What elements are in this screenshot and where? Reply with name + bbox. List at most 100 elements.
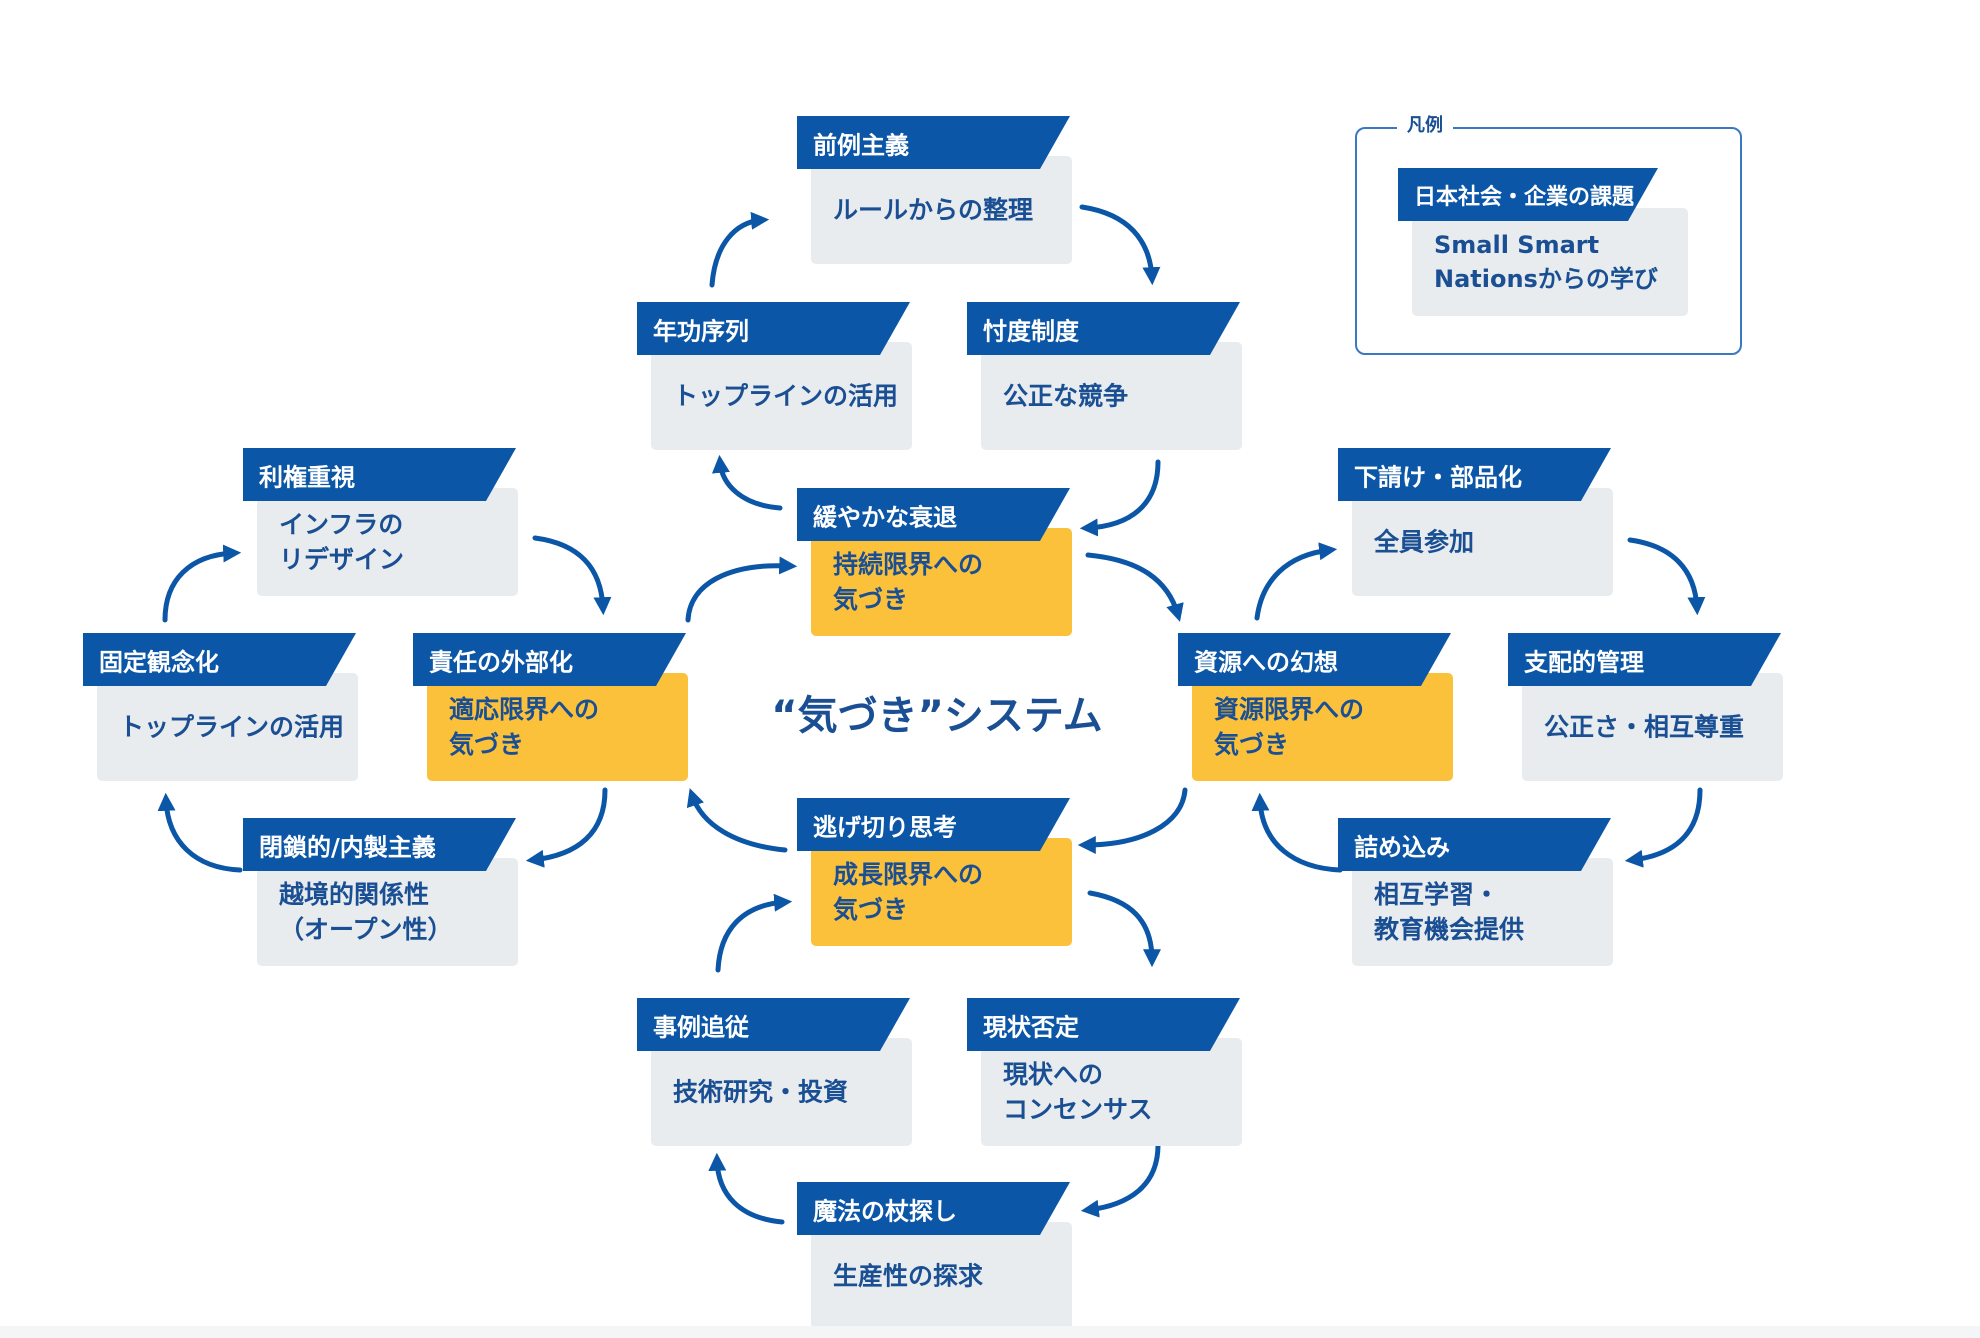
arrow-hub-bottom-to-left — [686, 788, 788, 853]
arrow-top-1 — [709, 211, 770, 288]
node-right-3: 相互学習・ 教育機会提供 詰め込み — [1338, 818, 1613, 966]
challenge-text: 利権重視 — [259, 463, 355, 491]
hub-top: 持続限界への 気づき 緩やかな衰退 — [797, 488, 1072, 636]
lesson-text: ルールからの整理 — [833, 195, 1034, 225]
challenge-text: 年功序列 — [653, 317, 749, 345]
challenge-header: 支配的管理 — [1508, 633, 1781, 686]
challenge-header: 前例主義 — [797, 116, 1070, 169]
lesson-box: 公正さ・相互尊重 — [1522, 673, 1783, 781]
arrow-left-4 — [157, 792, 243, 873]
footer-band — [0, 1326, 1980, 1338]
node-bottom-3: 生産性の探求 魔法の杖探し — [797, 1182, 1072, 1330]
lesson-text: 相互学習・ 教育機会提供 — [1374, 880, 1525, 944]
challenge-text: 詰め込み — [1354, 833, 1450, 861]
arrow-hub-top-to-right — [1085, 552, 1184, 622]
lesson-box: 全員参加 — [1352, 488, 1613, 596]
challenge-header: 固定観念化 — [83, 633, 356, 686]
challenge-header: 年功序列 — [637, 302, 910, 355]
node-right-1: 全員参加 下請け・部品化 — [1338, 448, 1613, 596]
arrow-right-3 — [1624, 787, 1703, 868]
arrow-left-1 — [162, 544, 242, 623]
lesson-text: トップラインの活用 — [673, 381, 899, 411]
awareness-text: 成長限界への 気づき — [833, 860, 984, 924]
lesson-box: トップラインの活用 — [97, 673, 358, 781]
lesson-box: 技術研究・投資 — [651, 1038, 912, 1146]
lesson-box: ルールからの整理 — [811, 156, 1072, 264]
legend — [1355, 127, 1742, 355]
lesson-box: トップラインの活用 — [651, 342, 912, 450]
challenge-text: 現状否定 — [983, 1013, 1079, 1041]
lesson-box: 生産性の探求 — [811, 1222, 1072, 1330]
node-bottom-2: 現状への コンセンサス 現状否定 — [967, 998, 1242, 1146]
challenge-text: 閉鎖的/内製主義 — [259, 833, 436, 861]
legend-title: 凡例 — [1397, 113, 1453, 139]
arrow-left-2 — [532, 535, 612, 616]
lesson-box: インフラの リデザイン — [257, 488, 518, 596]
arrow-left-3 — [525, 787, 608, 868]
lesson-text: 全員参加 — [1374, 527, 1475, 557]
node-top-2: ルールからの整理 前例主義 — [797, 116, 1072, 264]
lesson-text: 現状への コンセンサス — [1003, 1060, 1153, 1124]
awareness-box: 適応限界への 気づき — [427, 673, 688, 781]
lesson-text: トップラインの活用 — [119, 712, 345, 742]
challenge-header: 事例追従 — [637, 998, 910, 1051]
awareness-box: 成長限界への 気づき — [811, 838, 1072, 946]
arrow-top-2 — [1079, 204, 1161, 286]
challenge-header: 詰め込み — [1338, 818, 1611, 871]
node-left-1: インフラの リデザイン 利権重視 — [243, 448, 518, 596]
challenge-text: 忖度制度 — [983, 317, 1079, 345]
lesson-box: 現状への コンセンサス — [981, 1038, 1242, 1146]
legend-lesson-box: Small Smart Nationsからの学び — [1412, 208, 1688, 316]
awareness-box: 資源限界への 気づき — [1192, 673, 1453, 781]
node-right-2: 公正さ・相互尊重 支配的管理 — [1508, 633, 1783, 781]
awareness-text: 持続限界への 気づき — [833, 550, 984, 614]
challenge-text: 固定観念化 — [99, 648, 219, 676]
challenge-text: 緩やかな衰退 — [813, 503, 957, 531]
arrow-hub-right-to-bottom — [1077, 787, 1188, 854]
challenge-header: 責任の外部化 — [413, 633, 686, 686]
challenge-header: 現状否定 — [967, 998, 1240, 1051]
lesson-text: 生産性の探求 — [833, 1261, 984, 1291]
arrow-right-4 — [1251, 792, 1343, 873]
challenge-header: 利権重視 — [243, 448, 516, 501]
challenge-text: 下請け・部品化 — [1354, 463, 1522, 491]
arrow-bottom-3 — [1080, 1142, 1161, 1218]
lesson-box: 越境的関係性 （オープン性） — [257, 858, 518, 966]
challenge-text: 支配的管理 — [1524, 648, 1644, 676]
challenge-text: 資源への幻想 — [1194, 648, 1338, 676]
lesson-text: 公正さ・相互尊重 — [1544, 712, 1745, 742]
node-top-1: トップラインの活用 年功序列 — [637, 302, 912, 450]
lesson-text: インフラの リデザイン — [279, 510, 405, 574]
challenge-header: 逃げ切り思考 — [797, 798, 1070, 851]
arrow-right-1 — [1254, 542, 1338, 621]
challenge-header: 閉鎖的/内製主義 — [243, 818, 516, 871]
challenge-text: 魔法の杖探し — [813, 1197, 957, 1225]
lesson-text: 技術研究・投資 — [673, 1077, 849, 1107]
awareness-box: 持続限界への 気づき — [811, 528, 1072, 636]
challenge-text: 責任の外部化 — [429, 648, 573, 676]
challenge-text: 逃げ切り思考 — [813, 813, 957, 841]
arrow-top-3 — [1079, 459, 1161, 537]
arrow-bottom-2 — [1087, 890, 1161, 968]
node-left-3: 越境的関係性 （オープン性） 閉鎖的/内製主義 — [243, 818, 518, 966]
challenge-header: 魔法の杖探し — [797, 1182, 1070, 1235]
lesson-box: 公正な競争 — [981, 342, 1242, 450]
arrow-bottom-1 — [715, 893, 793, 973]
lesson-box: 相互学習・ 教育機会提供 — [1352, 858, 1613, 966]
awareness-text: 適応限界への 気づき — [449, 695, 600, 759]
challenge-text: 事例追従 — [653, 1013, 749, 1041]
challenge-header: 下請け・部品化 — [1338, 448, 1611, 501]
arrow-top-4 — [711, 454, 783, 511]
lesson-text: 越境的関係性 （オープン性） — [279, 880, 453, 944]
legend-challenge-header: 日本社会・企業の課題 — [1398, 168, 1658, 221]
center-title: “気づき”システム — [771, 693, 1103, 739]
legend-lesson-text: Small Smart Nationsからの学び — [1434, 231, 1658, 293]
lesson-text: 公正な競争 — [1003, 381, 1129, 411]
arrow-hub-left-to-top — [685, 556, 798, 623]
node-top-3: 公正な競争 忖度制度 — [967, 302, 1242, 450]
legend-challenge-text: 日本社会・企業の課題 — [1414, 184, 1635, 210]
hub-left: 適応限界への 気づき 責任の外部化 — [413, 633, 688, 781]
awareness-text: 資源限界への 気づき — [1214, 695, 1365, 759]
challenge-header: 緩やかな衰退 — [797, 488, 1070, 541]
